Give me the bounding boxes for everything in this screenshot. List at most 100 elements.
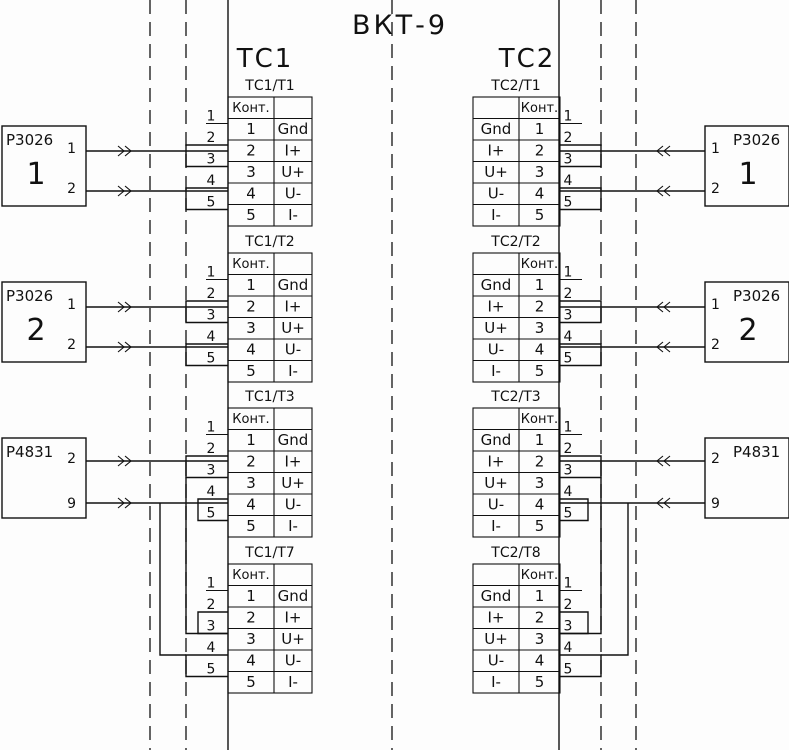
contact-number: 5 [535, 206, 545, 224]
contact-number: 1 [246, 120, 256, 138]
contact-number: 3 [246, 474, 256, 492]
contact-number: 3 [535, 319, 545, 337]
contact-signal: I- [491, 517, 501, 535]
contact-signal: I+ [488, 142, 505, 160]
pin-label: 3 [207, 619, 216, 635]
device-pin-label: 2 [711, 181, 720, 197]
contact-number: 5 [246, 673, 256, 691]
contact-number: 2 [246, 609, 256, 627]
connector-chevron [117, 455, 125, 467]
contact-number: 3 [246, 319, 256, 337]
contact-header: Конт. [521, 412, 558, 427]
contact-signal: Gnd [278, 120, 309, 138]
contact-header: Конт. [232, 101, 269, 116]
pin-label: 1 [207, 109, 216, 125]
contact-number: 2 [246, 142, 256, 160]
contact-number: 1 [535, 431, 545, 449]
contact-number: 1 [246, 431, 256, 449]
connector-chevron [117, 301, 125, 313]
contact-number: 4 [535, 652, 545, 670]
contact-signal: Gnd [278, 276, 309, 294]
device-box [704, 437, 789, 519]
pin-label: 2 [564, 441, 573, 457]
contact-header: Конт. [521, 101, 558, 116]
pin-label: 1 [564, 576, 573, 592]
jumper-right-t3-4-5 [560, 498, 589, 522]
contact-header: Конт. [521, 257, 558, 272]
contact-number: 2 [535, 453, 545, 471]
jumper-left-2-3 [185, 300, 228, 324]
pin-label: 2 [564, 597, 573, 613]
device-box [1, 281, 87, 363]
device-pin-label: 2 [711, 451, 720, 467]
pin-label: 3 [564, 152, 573, 168]
contact-signal: Gnd [481, 431, 512, 449]
contact-number: 4 [535, 496, 545, 514]
jumper-left-4-5 [185, 187, 228, 211]
connector-chevron [663, 301, 671, 313]
contact-number: 3 [535, 474, 545, 492]
contact-signal: I- [491, 206, 501, 224]
device-name: Р3026 [733, 287, 780, 305]
contact-signal: U+ [484, 474, 508, 492]
pin-label: 1 [564, 265, 573, 281]
connector-chevron [124, 301, 132, 313]
pin-label: 4 [564, 640, 573, 656]
device-pin-label: 2 [711, 337, 720, 353]
contact-signal: I+ [285, 609, 302, 627]
pin-label: 1 [207, 576, 216, 592]
pin-label: 1 [564, 109, 573, 125]
pin-label: 4 [207, 484, 216, 500]
pin-label: 2 [207, 286, 216, 302]
device-pin-label: 1 [711, 141, 720, 157]
contact-header: Конт. [232, 568, 269, 583]
connector-chevron [124, 145, 132, 157]
contact-signal: I- [288, 517, 298, 535]
contact-signal: I- [491, 673, 501, 691]
contact-number: 2 [246, 453, 256, 471]
device-name: Р4831 [733, 443, 780, 461]
device-box [704, 281, 789, 363]
contact-signal: I- [288, 673, 298, 691]
contact-number: 5 [535, 673, 545, 691]
contact-signal: Gnd [278, 431, 309, 449]
contact-signal: Gnd [278, 587, 309, 605]
device-name: Р3026 [6, 287, 53, 305]
pin-label: 5 [564, 506, 573, 522]
pin-label: 3 [207, 463, 216, 479]
pin-label: 5 [207, 195, 216, 211]
contact-header: Конт. [232, 412, 269, 427]
pin-label: 5 [564, 662, 573, 678]
device-pin-label: 1 [67, 297, 76, 313]
pin-label: 4 [564, 329, 573, 345]
device-number: 1 [738, 157, 757, 192]
pin-label: 4 [207, 173, 216, 189]
bus-right-u-minus [601, 503, 629, 656]
connector-chevron [117, 341, 125, 353]
contact-number: 2 [535, 298, 545, 316]
terminal-block-label: ТС1/Т7 [244, 545, 294, 561]
jumper-left-2-3 [185, 144, 228, 168]
contact-number: 5 [535, 517, 545, 535]
jumper-right-2-3 [560, 144, 602, 168]
contact-number: 5 [535, 362, 545, 380]
contact-number: 3 [246, 163, 256, 181]
connector-chevron [663, 341, 671, 353]
pin-label: 3 [564, 463, 573, 479]
contact-signal: Gnd [481, 120, 512, 138]
connector-chevron [124, 185, 132, 197]
pin-label: 3 [207, 308, 216, 324]
device-pin-label: 1 [711, 297, 720, 313]
pin-label: 5 [207, 506, 216, 522]
contact-signal: U- [488, 652, 504, 670]
pin-label: 5 [564, 351, 573, 367]
device-title: ВКТ-9 [352, 10, 448, 41]
